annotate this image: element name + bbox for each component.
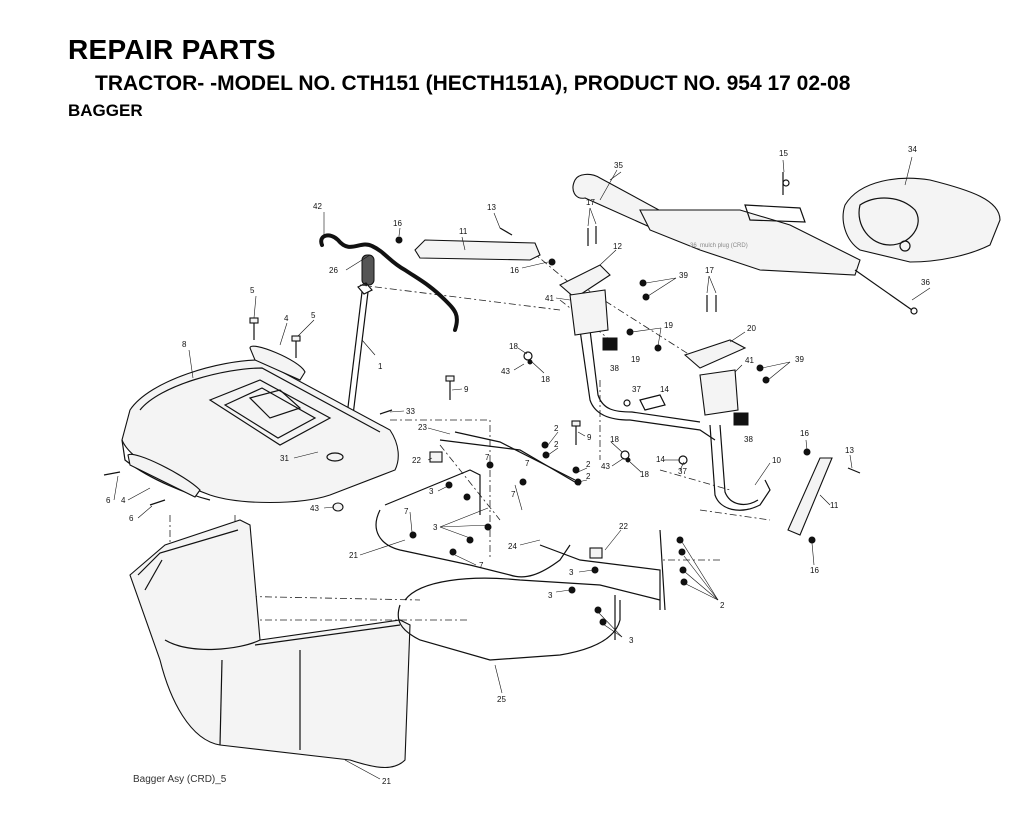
callout-14: 14 — [660, 385, 669, 394]
callout-7: 7 — [404, 507, 409, 516]
callout-18: 18 — [610, 435, 619, 444]
part-23-frame — [375, 431, 581, 578]
callout-26: 25 — [497, 695, 506, 704]
callout-16: 16 — [393, 219, 402, 228]
callout-18: 18 — [640, 470, 649, 479]
part-8-bagger-lid — [121, 359, 399, 504]
callout-12: 12 — [613, 242, 622, 251]
callout-8: 8 — [182, 340, 187, 349]
callout-32: 33 — [406, 407, 415, 416]
callout-17: 17 — [705, 266, 714, 275]
callout-9: 9 — [464, 385, 469, 394]
callout-5: 5 — [311, 311, 316, 320]
part-20-bracket — [683, 339, 747, 369]
callout-labels: 42 26 1 16 11 13 16 35 17 12 41 39 17 19… — [106, 145, 930, 786]
part-35-rod — [854, 269, 918, 315]
part-43-knob — [332, 502, 344, 512]
callout-35: 36 — [921, 278, 930, 287]
part-36-mulch-plug — [639, 204, 861, 276]
callout-18: 18 — [509, 342, 518, 351]
callout-15: 15 — [779, 149, 788, 158]
part-22-clips — [429, 451, 603, 559]
callout-3: 3 — [433, 523, 438, 532]
part-39-handle-rod — [319, 233, 459, 332]
callout-7: 7 — [525, 459, 530, 468]
mulch-plug-label: 36_mulch plug (CRD) — [690, 243, 748, 249]
callout-21: 21 — [382, 777, 391, 786]
callout-42: 43 — [501, 367, 510, 376]
callout-2: 2 — [586, 460, 591, 469]
callout-2: 2 — [586, 472, 591, 481]
callout-22: 22 — [412, 456, 421, 465]
callout-1: 1 — [378, 362, 383, 371]
callout-6: 6 — [129, 514, 134, 523]
callout-11: 11 — [459, 227, 468, 236]
callout-36: 37 — [678, 467, 687, 476]
callout-4: 4 — [121, 496, 126, 505]
callout-37: 38 — [744, 435, 753, 444]
callout-7: 7 — [479, 561, 484, 570]
part-33-chute-housing — [842, 177, 1001, 263]
fasteners — [103, 226, 861, 626]
callout-19: 19 — [664, 321, 673, 330]
callout-16: 16 — [800, 429, 809, 438]
callout-17: 17 — [586, 198, 595, 207]
callout-37: 38 — [610, 364, 619, 373]
section-title: BAGGER — [68, 101, 143, 120]
callout-4: 4 — [284, 314, 289, 323]
callout-25: 24 — [508, 542, 517, 551]
callout-22: 22 — [619, 522, 628, 531]
callout-14: 14 — [656, 455, 665, 464]
callout-7: 7 — [485, 453, 490, 462]
part-4-lid-handle — [127, 345, 306, 498]
callout-6: 6 — [106, 496, 111, 505]
part-12-latch — [559, 264, 739, 416]
callout-16: 16 — [510, 266, 519, 275]
callout-24: 23 — [418, 423, 427, 432]
callout-38: 39 — [795, 355, 804, 364]
callout-34: 35 — [614, 161, 623, 170]
callout-23: 21 — [349, 551, 358, 560]
callout-42: 43 — [601, 462, 610, 471]
callout-38: 39 — [679, 271, 688, 280]
callout-2: 2 — [554, 440, 559, 449]
callout-2: 2 — [554, 424, 559, 433]
page-subtitle: TRACTOR- -MODEL NO. CTH151 (HECTH151A), … — [95, 72, 851, 95]
callout-13: 13 — [845, 446, 854, 455]
callout-3: 3 — [629, 636, 634, 645]
callout-13: 13 — [487, 203, 496, 212]
callout-39: 42 — [313, 202, 322, 211]
callout-7: 7 — [511, 490, 516, 499]
callout-5: 5 — [250, 286, 255, 295]
callout-36: 37 — [632, 385, 641, 394]
callout-18: 18 — [541, 375, 550, 384]
callout-31: 31 — [280, 454, 289, 463]
callout-28: 26 — [329, 266, 338, 275]
page-header: REPAIR PARTS TRACTOR- -MODEL NO. CTH151 … — [0, 0, 1024, 130]
page-title: REPAIR PARTS — [68, 34, 276, 65]
callout-10: 10 — [772, 456, 781, 465]
callout-3: 3 — [569, 568, 574, 577]
part-10-upright-frame — [579, 329, 771, 511]
part-26-lower-frame — [397, 529, 666, 661]
callout-20: 20 — [747, 324, 756, 333]
part-15-pin — [782, 172, 790, 195]
callout-3: 3 — [429, 487, 434, 496]
callout-43: 43 — [310, 504, 319, 513]
callout-2: 2 — [720, 601, 725, 610]
callout-33: 34 — [908, 145, 917, 154]
callout-3: 3 — [548, 591, 553, 600]
leader-lines — [113, 156, 931, 780]
part-21-grass-bag — [129, 519, 411, 769]
callout-9: 9 — [587, 433, 592, 442]
callout-41: 41 — [545, 294, 554, 303]
footer-caption: Bagger Asy (CRD)_5 — [133, 774, 227, 785]
part-37-blocks — [602, 337, 749, 426]
callout-16: 16 — [810, 566, 819, 575]
callout-11: 11 — [830, 501, 839, 510]
part-11-brackets — [414, 239, 833, 536]
callout-19: 19 — [631, 355, 640, 364]
callout-41: 41 — [745, 356, 754, 365]
